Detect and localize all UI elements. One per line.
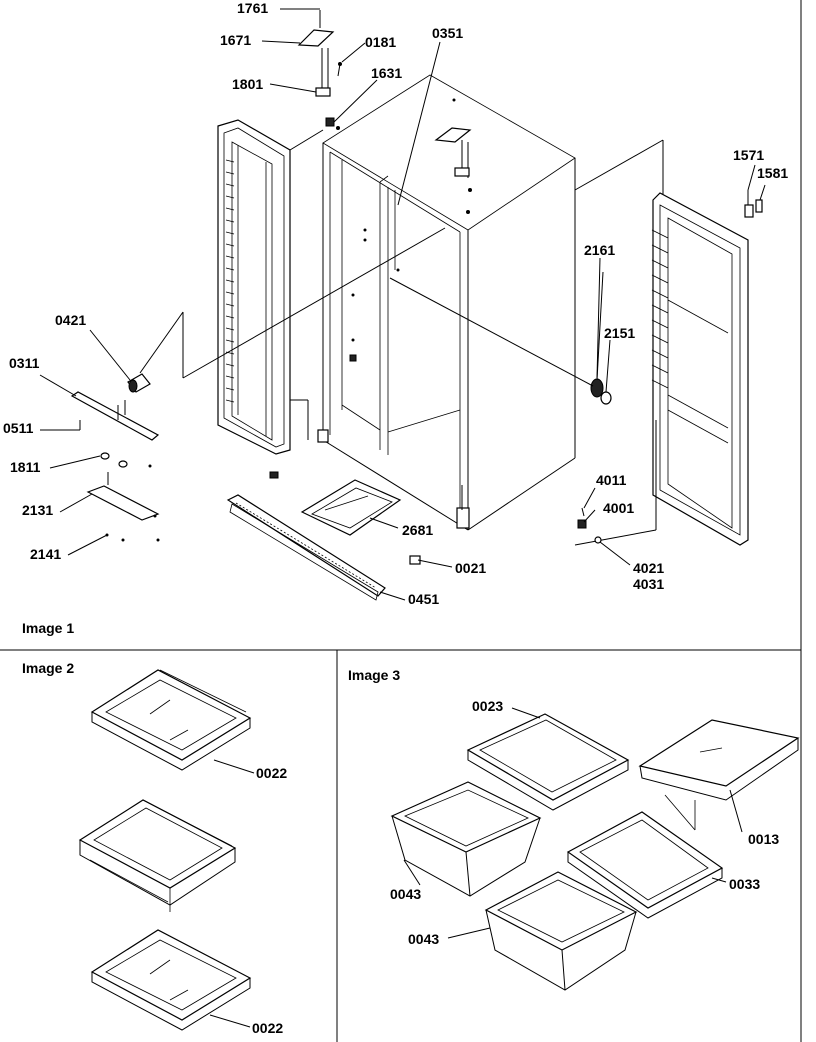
callout-4011: 4011 — [596, 472, 627, 488]
panel-titles: Image 1 Image 2 Image 3 — [22, 620, 400, 683]
callout-leaders-image-2 — [209, 759, 255, 1028]
callout-2151: 2151 — [604, 325, 635, 341]
callout-1581: 1581 — [757, 165, 788, 181]
callout-0043-lower: 0043 — [408, 931, 439, 947]
callout-1761: 1761 — [237, 0, 268, 16]
callout-2681: 2681 — [402, 522, 433, 538]
drain-parts — [577, 507, 602, 544]
callout-0043-upper: 0043 — [390, 886, 421, 902]
callout-0013: 0013 — [748, 831, 779, 847]
freezer-door — [217, 119, 324, 455]
drain-pan — [300, 479, 402, 536]
callout-0033: 0033 — [729, 876, 760, 892]
leveling-and-bracket-parts — [70, 227, 446, 542]
panel-title-image-1: Image 1 — [22, 620, 74, 636]
base-grille — [226, 471, 421, 601]
crisper-cover-frame — [466, 713, 630, 811]
panel-title-image-3: Image 3 — [348, 667, 400, 683]
shelf-middle — [78, 799, 237, 912]
callout-labels: 1761 1671 0181 0351 1801 1631 1571 1581 … — [3, 0, 788, 1036]
callout-2161: 2161 — [584, 242, 615, 258]
crisper-cover-lower — [566, 811, 724, 919]
callout-leaders-image-1 — [39, 8, 766, 601]
callout-2141: 2141 — [30, 546, 61, 562]
callout-0311: 0311 — [9, 355, 40, 371]
callout-0511: 0511 — [3, 420, 34, 436]
callout-0022-top: 0022 — [256, 765, 287, 781]
refrigerator-cabinet — [317, 74, 576, 531]
callout-0351: 0351 — [432, 25, 463, 41]
door-stop-parts — [389, 271, 612, 405]
crisper-cover-glass — [638, 719, 800, 831]
top-hinge-assembly — [297, 10, 342, 130]
callout-1571: 1571 — [733, 147, 764, 163]
callout-0181: 0181 — [365, 34, 396, 50]
callout-4031: 4031 — [633, 576, 664, 592]
callout-1671: 1671 — [220, 32, 251, 48]
callout-1811: 1811 — [10, 459, 41, 475]
callout-2131: 2131 — [22, 502, 53, 518]
callout-0022-bottom: 0022 — [252, 1020, 283, 1036]
callout-leaders-image-3 — [403, 707, 743, 939]
callout-0421: 0421 — [55, 312, 86, 328]
callout-4021: 4021 — [633, 560, 664, 576]
callout-1631: 1631 — [371, 65, 402, 81]
refrigerator-door — [574, 139, 763, 546]
callout-0451: 0451 — [408, 591, 439, 607]
shelf-top — [90, 669, 252, 771]
callout-0021: 0021 — [455, 560, 486, 576]
callout-1801: 1801 — [232, 76, 263, 92]
panel-title-image-2: Image 2 — [22, 660, 74, 676]
callout-4001: 4001 — [603, 500, 634, 516]
callout-0023: 0023 — [472, 698, 503, 714]
crisper-drawer-upper — [390, 781, 542, 897]
shelf-bottom — [90, 929, 252, 1031]
crisper-drawer-lower — [484, 871, 638, 991]
